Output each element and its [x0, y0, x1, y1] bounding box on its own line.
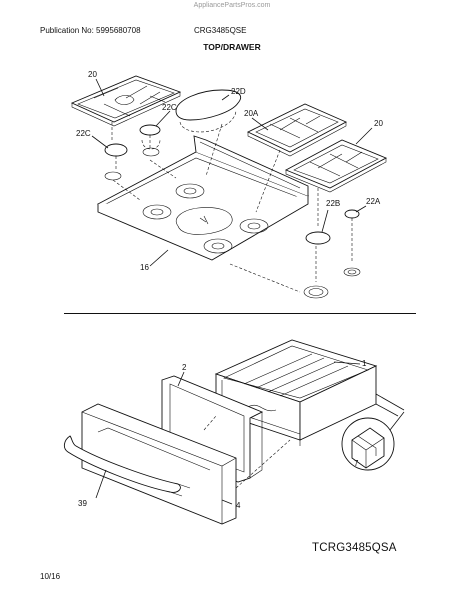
- watermark: AppliancePartsPros.com: [193, 2, 271, 9]
- grate-left: [70, 75, 182, 127]
- burner-cap-oval: [175, 89, 242, 133]
- callout-drawer-liner: 2: [182, 363, 187, 372]
- callout-drawer-body: 1: [362, 359, 367, 368]
- burner-cap-22c-lower: [104, 143, 128, 181]
- leader-lines-top: [91, 78, 373, 267]
- callout-drawer-front: 4: [236, 501, 241, 510]
- callout-cap-22a: 22A: [366, 197, 381, 206]
- callout-cap-22c-lower: 22C: [76, 129, 91, 138]
- grate-20a: [246, 103, 348, 157]
- callout-drawer-handle: 39: [78, 499, 87, 508]
- callout-cap-22c-upper: 22C: [162, 103, 177, 112]
- callout-cooktop: 16: [140, 263, 149, 272]
- assembly-guides-bottom: [203, 415, 291, 489]
- burner-cap-22c-upper: [139, 124, 161, 157]
- grate-right: [284, 139, 388, 193]
- section-divider: [64, 313, 416, 314]
- callout-drawer-glide: 7: [354, 459, 359, 468]
- page-number: 10/16: [40, 572, 61, 581]
- section-title: TOP/DRAWER: [203, 42, 261, 52]
- burner-cap-22b: [303, 231, 331, 299]
- callout-cap-22b: 22B: [326, 199, 340, 208]
- callout-grate-right: 20: [374, 119, 383, 128]
- reference-code: TCRG3485QSA: [312, 542, 397, 554]
- leader-lines-bottom: [95, 361, 361, 505]
- drawer-glide-detail: [341, 393, 405, 471]
- burner-cap-22a: [343, 209, 361, 277]
- callout-grate-left: 20: [88, 70, 97, 79]
- assembly-guides-top: [111, 122, 353, 293]
- cooktop: [96, 135, 310, 261]
- publication-number: Publication No: 5995680708: [40, 26, 141, 35]
- callout-burner-cap-oval: 22D: [231, 87, 246, 96]
- drawer-front: [63, 403, 237, 525]
- model-number: CRG3485QSE: [194, 26, 247, 35]
- callout-grate-20a: 20A: [244, 109, 259, 118]
- drawer-body: [214, 339, 378, 446]
